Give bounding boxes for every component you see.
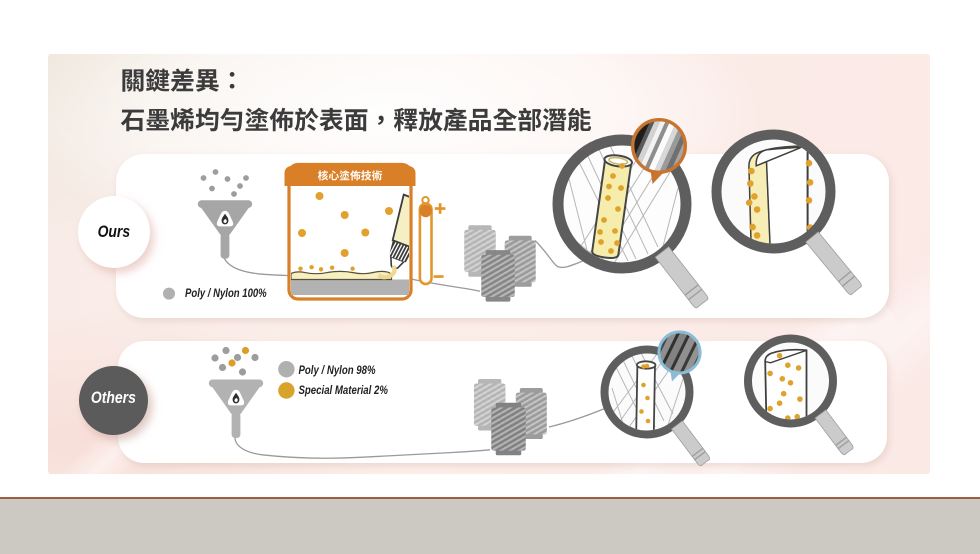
svg-text:Special Material 2%: Special Material 2% xyxy=(299,384,389,397)
svg-text:Poly / Nylon 98%: Poly / Nylon 98% xyxy=(299,364,376,377)
svg-text:Poly / Nylon 100%: Poly / Nylon 100% xyxy=(185,287,267,300)
